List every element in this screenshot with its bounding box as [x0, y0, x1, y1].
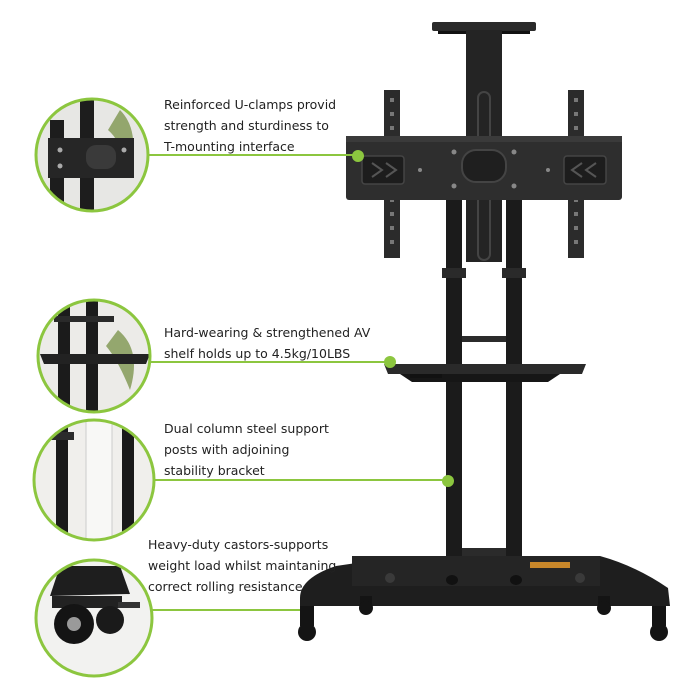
columns-callout: Dual column steel support posts with adj…: [164, 418, 329, 481]
av-shelf: [384, 364, 586, 382]
castors: [298, 596, 668, 641]
u-clamp-callout: Reinforced U-clamps provid strength and …: [164, 94, 336, 157]
callout-line: Heavy-duty castors-supports: [148, 537, 329, 552]
base-frame: [300, 556, 670, 606]
castor-closeup-thumbnail: [34, 558, 154, 678]
av-shelf-callout: Hard-wearing & strengthened AV shelf hol…: [164, 322, 370, 364]
av-shelf-closeup-thumbnail: [36, 298, 152, 414]
leader-dots: [352, 150, 454, 487]
callout-line: correct rolling resistance: [148, 579, 303, 594]
callout-line: Reinforced U-clamps provid: [164, 97, 337, 112]
callout-line: strength and sturdiness to: [164, 118, 329, 133]
callout-line: weight load whilst maintaning: [148, 558, 337, 573]
tv-stand: [298, 22, 670, 641]
callout-line: T-mounting interface: [164, 139, 295, 154]
callout-line: Hard-wearing & strengthened AV: [164, 325, 371, 340]
leader-lines: [148, 154, 448, 611]
u-clamp-closeup-thumbnail: [34, 97, 150, 213]
mounting-bracket: [346, 136, 622, 200]
column-closeup-thumbnail: [32, 418, 156, 542]
top-tray: [432, 22, 536, 31]
callout-line: posts with adjoining: [164, 442, 290, 457]
callout-line: Dual column steel support: [164, 421, 329, 436]
callout-line: shelf holds up to 4.5kg/10LBS: [164, 346, 351, 361]
castors-callout: Heavy-duty castors-supports weight load …: [148, 534, 336, 597]
callout-line: stability bracket: [164, 463, 265, 478]
